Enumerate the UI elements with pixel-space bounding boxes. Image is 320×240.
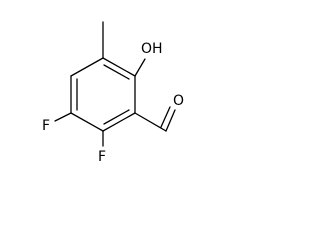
ring-bond-c3-c4 [102, 112, 136, 132]
hydroxyl-bond [134, 58, 146, 77]
fluorine-lower-label: F [98, 149, 106, 165]
chemical-structure: OH O F F [42, 21, 184, 165]
ring-bond-c1-c2 [102, 57, 136, 77]
aldehyde-co-double-bond [160, 106, 171, 128]
fluorine-upper-label: F [42, 118, 50, 134]
ring-double-bond-c1-c2 [103, 64, 130, 80]
fluorine-upper-bond [54, 112, 72, 122]
hydroxyl-label: OH [141, 41, 163, 57]
aldehyde-oxygen-label: O [173, 93, 184, 109]
ring-bond-c6-c1 [70, 57, 104, 77]
ring-bond-c4-c5 [70, 112, 104, 132]
ring-double-bond-c3-c4 [103, 109, 130, 125]
aldehyde-carbon-bond [134, 112, 167, 132]
aldehyde-co-bond [165, 109, 176, 132]
